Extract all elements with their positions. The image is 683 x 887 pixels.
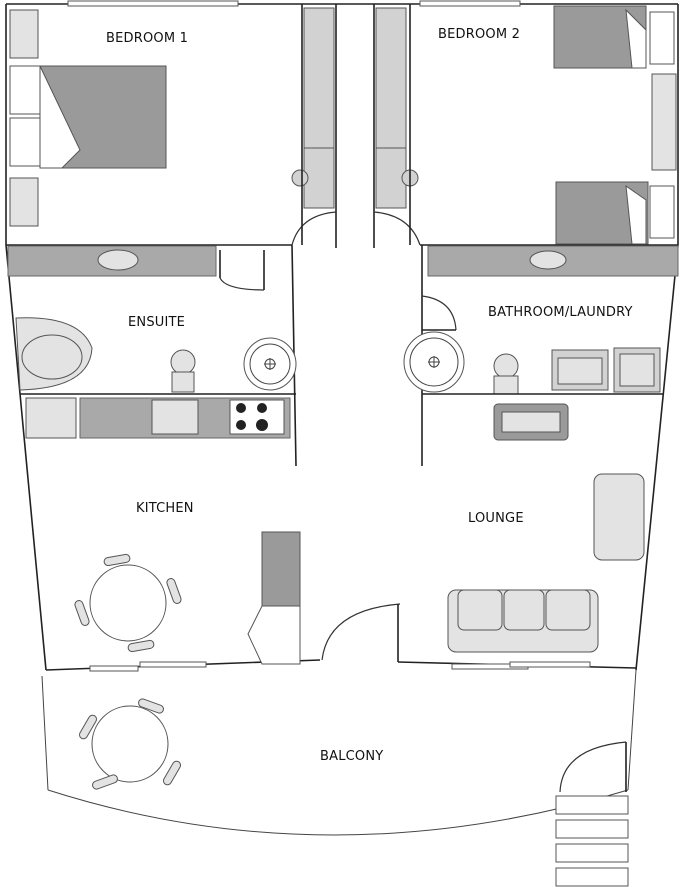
room-label-lounge: LOUNGE bbox=[468, 511, 524, 526]
room-label-kitchen: KITCHEN bbox=[136, 501, 194, 516]
lounge: LOUNGE bbox=[447, 403, 645, 653]
top-windows bbox=[67, 0, 521, 7]
entry-door bbox=[321, 603, 401, 662]
room-label-bedroom2: BEDROOM 2 bbox=[438, 27, 520, 42]
kitchen: KITCHEN bbox=[25, 397, 301, 665]
bathroom-laundry: BATHROOM/LAUNDRY bbox=[403, 245, 679, 466]
room-label-balcony: BALCONY bbox=[320, 749, 383, 764]
room-label-ensuite: ENSUITE bbox=[128, 315, 185, 330]
bedroom-2: BEDROOM 2 bbox=[409, 4, 677, 245]
outer-walls bbox=[5, 3, 679, 836]
balcony: BALCONY bbox=[79, 698, 629, 887]
room-label-bedroom1: BEDROOM 1 bbox=[106, 31, 188, 46]
balcony-windows bbox=[89, 661, 591, 672]
bedroom-1: BEDROOM 1 bbox=[9, 4, 303, 245]
corridor bbox=[291, 4, 421, 248]
ensuite: ENSUITE bbox=[7, 244, 297, 467]
room-label-bathroom-laundry: BATHROOM/LAUNDRY bbox=[488, 305, 633, 320]
